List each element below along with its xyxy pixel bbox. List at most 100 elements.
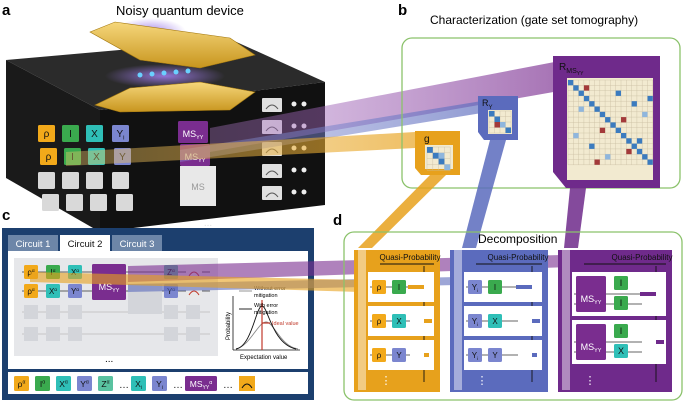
device-ghost-gate-1-1: [66, 194, 83, 211]
decomp-qp-label-1: Quasi-Probability: [488, 253, 549, 262]
matrix-ms-cell-6: [599, 111, 606, 118]
palette-ellipsis-8: …: [173, 380, 183, 391]
device-gate-0-1-box: [62, 125, 79, 142]
matrix-ms-cell-16: [583, 85, 590, 91]
decomp-g2-0-label: I: [620, 298, 623, 308]
circuit-r1-g1-box: [46, 284, 60, 298]
decomp-vdots-2: ⋮: [585, 375, 596, 387]
decomp-bar-0-1: [424, 319, 432, 323]
palette-meter-arc: [241, 383, 253, 389]
matrix-ms-cell-13: [636, 148, 643, 155]
circuit-ghost-2-3: [164, 305, 178, 319]
device-ghost-gate-1-2: [90, 194, 107, 211]
matrix-ms-cell-24: [605, 154, 611, 160]
decomp-a-0-1-box: [372, 314, 386, 328]
beam-ms-down: [564, 188, 586, 248]
palette-gate-9-sup: α: [209, 380, 212, 386]
palette-gate-6-label: Xi: [135, 379, 142, 391]
palette-gate-4-sup: α: [107, 379, 110, 385]
circuit-r1-g2-sup: α: [76, 288, 79, 293]
decomp-g1-1-box: [614, 324, 628, 338]
device-gate-0-3-label: Yi: [116, 129, 124, 142]
decomp-a-1-1-sub: i: [477, 322, 478, 328]
device-gate-0-2-box: [86, 125, 103, 142]
decomp-b-1-1-box: [488, 314, 502, 328]
decomp-bar-2-0: [640, 292, 656, 296]
device-ghost-gate-0-1: [62, 172, 79, 189]
decomp-b-0-1-box: [392, 314, 406, 328]
matrix-ms-cell-10: [621, 133, 627, 139]
circuit-ghost-2-4: [186, 305, 200, 319]
circuit-r1-rho-label: ρα: [27, 287, 35, 296]
matrix-y-cell-1: [494, 116, 500, 122]
device-led-3: [291, 167, 297, 173]
matrix-ms-cell-2: [578, 90, 584, 96]
palette-gate-1-label: Iα: [40, 379, 45, 389]
matrix-y-cell-4: [494, 122, 500, 128]
matrix-y-cell-0: [489, 111, 495, 117]
device-gate-0-3-box: [112, 125, 129, 142]
palette-gate-7-label: Yi: [156, 379, 163, 391]
panel-label-c: c: [2, 207, 10, 224]
decomp-bar-2-1: [656, 340, 664, 344]
matrix-ms-cell-9: [615, 127, 621, 133]
decomp-b-1-2-label: Y: [492, 351, 498, 360]
circuit-ghost-3-2: [68, 327, 82, 341]
matrix-ms-cell-0: [568, 80, 574, 86]
decomp-vdots-1: ⋮: [477, 375, 488, 387]
plot-legend-with-1: With error: [254, 303, 278, 309]
device-gate-ms-1-sub: YY: [198, 158, 206, 164]
circuit-ghost-3-0: [24, 327, 38, 341]
palette-gate-6-sub: i: [141, 385, 142, 391]
device-led-0: [291, 101, 297, 107]
panel-label-d: d: [333, 212, 342, 229]
circuit-ghost-2-2: [68, 305, 82, 319]
circuit-ghost-2-1: [46, 305, 60, 319]
device-gate-1-0-box: [40, 148, 57, 165]
decomp-a-1-0-sub: i: [477, 288, 478, 294]
matrix-ms-cell-12: [631, 143, 637, 149]
decomp-g1-1-label: I: [620, 326, 623, 336]
plot-xlabel: Expectation value: [240, 355, 288, 361]
palette-gate-2-box: [56, 376, 71, 391]
decomp-col-arrow-2: [562, 250, 570, 390]
palette-gate-0-sup: α: [22, 379, 25, 385]
device-ghost-gate-1-3: [116, 194, 133, 211]
circuit-ms-sub: YY: [112, 288, 120, 294]
palette-ellipsis-5: …: [119, 380, 129, 391]
circuit-r1-g2-label: Yα: [71, 287, 79, 296]
matrix-ms-cell-7: [605, 117, 611, 123]
palette-gate-7-box: [152, 376, 167, 391]
decomp-g1-0-box: [614, 276, 628, 290]
matrix-g-cell-1: [432, 152, 439, 159]
device-gate-0-2-label: X: [91, 129, 98, 140]
matrix-g-cells: [426, 146, 451, 171]
decomp-bar-1-1: [532, 319, 540, 323]
matrix-ms-cell-18: [578, 106, 584, 112]
palette-gate-4-box: [98, 376, 113, 391]
decomp-qp-label-0: Quasi-Probability: [380, 253, 441, 262]
matrix-ms-cell-4: [589, 101, 595, 107]
device-meter-arc-4: [265, 192, 279, 198]
decomp-bar-0-0: [408, 285, 424, 289]
decomp-qp-label-2: Quasi-Probability: [612, 253, 673, 262]
decomp-a-1-1-box: [468, 314, 482, 328]
device-gate-ms-0-box: [178, 121, 208, 143]
circuit-r1-g1-sup: α: [54, 288, 57, 293]
decomp-a-1-2-label: Yi: [472, 351, 478, 362]
device-title: Noisy quantum device: [116, 3, 244, 18]
tab-2: [60, 235, 110, 251]
decomp-g2-0-box: [614, 296, 628, 310]
panel-label-a: a: [2, 2, 11, 19]
panel-label-b: b: [398, 2, 407, 19]
decomp-ms-0-box: [576, 276, 606, 312]
decomp-col-arrow-0: [358, 250, 366, 390]
decomp-vdots-0: ⋮: [381, 375, 392, 387]
device-led-b-4: [301, 189, 307, 195]
matrix-g-cell-2: [438, 158, 445, 165]
decomp-a-0-0-label: ρ: [377, 283, 382, 292]
device-gate-0-0-box: [38, 125, 55, 142]
